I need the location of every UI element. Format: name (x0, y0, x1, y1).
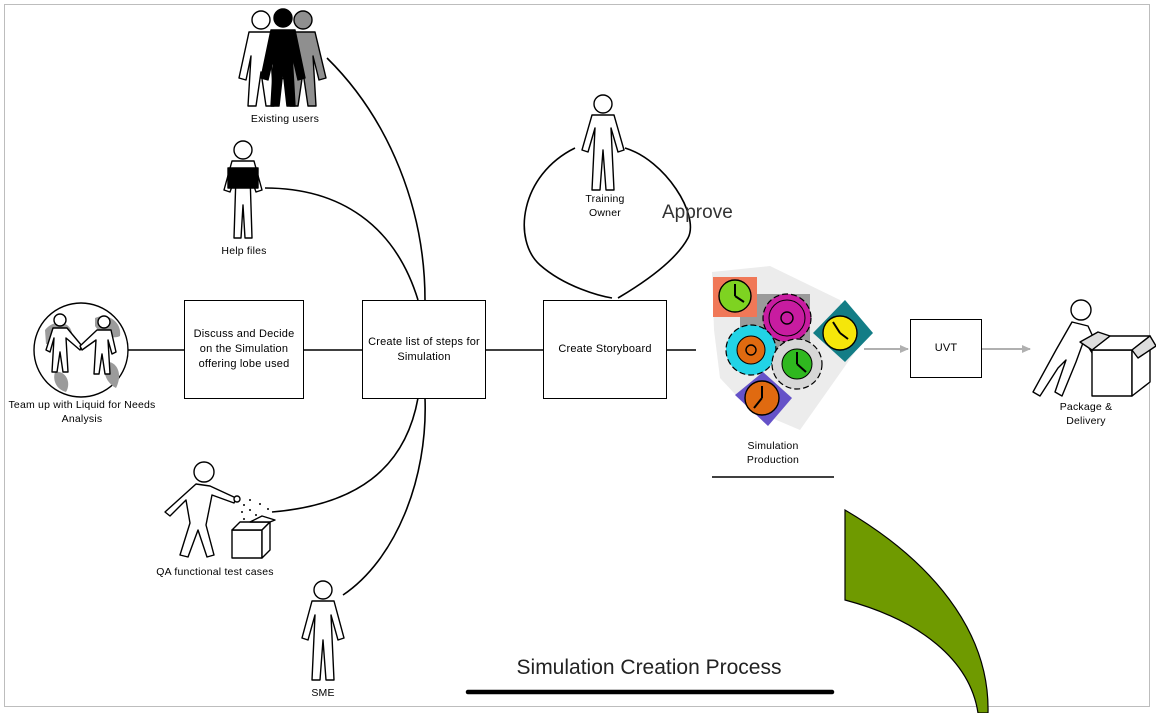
sme-person-icon (301, 580, 345, 681)
clock-tile-teal (813, 300, 873, 362)
training-owner-icon (581, 94, 625, 191)
create-steps-box: Create list of steps for Simulation (362, 300, 486, 399)
curve-existing-users (326, 57, 426, 301)
gear-green (771, 338, 823, 390)
clock-tile-salmon (713, 277, 757, 317)
training-owner-label: Training Owner (585, 193, 625, 219)
curve-sme (342, 397, 426, 596)
uvt-box: UVT (910, 319, 982, 378)
help-files-label: Help files (221, 245, 267, 257)
approve-label: Approve (662, 202, 733, 223)
team-up-label: Team up with Liquid for Needs Analysis (8, 399, 156, 425)
gear-magenta (762, 293, 812, 343)
accent-wedge (844, 508, 989, 713)
package-delivery-label: Package & Delivery (1059, 401, 1113, 427)
gear-cyan (725, 324, 777, 376)
sme-label: SME (311, 687, 335, 699)
curve-training-owner-left (523, 147, 613, 299)
simulation-production-label: Simulation Production (746, 440, 800, 466)
globe-handshake-icon (33, 302, 129, 398)
clock-tile-purple (735, 372, 792, 426)
curve-help-files (264, 187, 419, 301)
qa-person-icon (164, 461, 276, 559)
qa-label: QA functional test cases (156, 566, 274, 578)
diagram-title: Simulation Creation Process (516, 656, 782, 679)
discuss-box: Discuss and Decide on the Simulation off… (184, 300, 304, 399)
help-files-icon (223, 140, 263, 239)
create-storyboard-box: Create Storyboard (543, 300, 667, 399)
simulation-production-icon (712, 266, 873, 430)
curve-training-owner-right (617, 147, 692, 299)
curve-qa (271, 397, 419, 513)
existing-users-icon (238, 8, 327, 107)
package-person-icon (1032, 299, 1156, 397)
existing-users-label: Existing users (250, 113, 320, 125)
